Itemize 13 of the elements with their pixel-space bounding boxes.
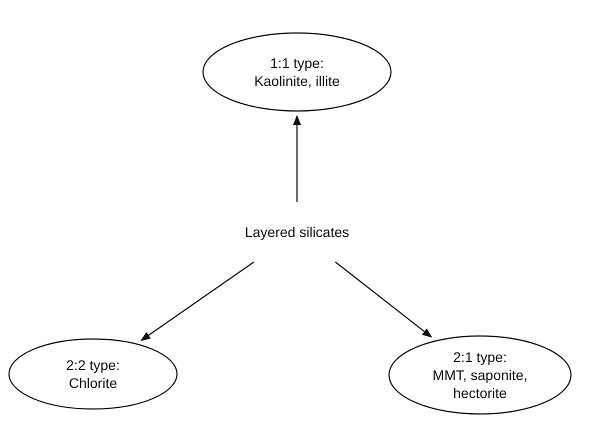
ellipse-node — [202, 32, 392, 112]
node-heading: 1:1 type: — [270, 54, 324, 72]
arrow — [140, 262, 254, 341]
node-heading: 2:1 type: — [453, 348, 507, 366]
ellipse-node — [388, 335, 572, 415]
node-text: Chlorite — [68, 374, 118, 392]
arrow — [335, 262, 432, 338]
node-text: MMT, saponite, hectorite — [432, 366, 528, 402]
node-label: Layered silicates — [244, 223, 350, 241]
arrow — [293, 115, 301, 202]
node-text: Kaolinite, illite — [254, 72, 340, 90]
node-heading: 2:2 type: — [66, 356, 120, 374]
ellipse-node — [8, 338, 178, 410]
